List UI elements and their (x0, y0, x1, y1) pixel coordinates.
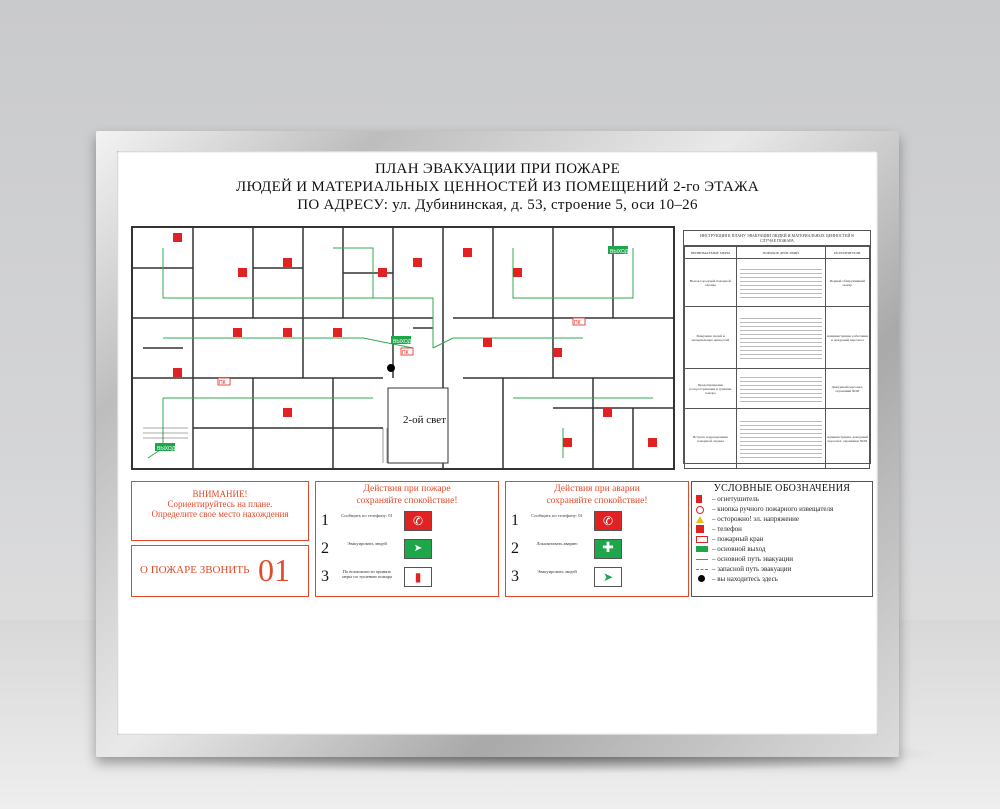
list-item: 3 По возможности принять меры по тушению… (316, 564, 498, 590)
table-row: Вызов городской пожарной охраны (684, 258, 737, 307)
fire-actions-subtitle: сохраняйте спокойствие! (356, 496, 458, 506)
aluminum-frame: ПЛАН ЭВАКУАЦИИ ПРИ ПОЖАРЕ ЛЮДЕЙ И МАТЕРИ… (96, 131, 899, 757)
table-row: Предотвращение распространения и тушение… (684, 368, 737, 409)
first-aid-icon: ✚ (594, 539, 622, 559)
legend-item: – основной выход (692, 544, 872, 554)
col-exec: ИСПОЛНИТЕЛИ (824, 246, 871, 259)
warning-text-1: Сориентируйтесь на плане. (167, 499, 273, 509)
you-are-here-marker (387, 364, 395, 372)
col-order: ПОРЯДОК ДЕЙСТВИЙ (735, 246, 826, 259)
fire-actions-panel: Действия при пожаре сохраняйте спокойств… (315, 481, 499, 597)
list-item: 2 Локализовать аварию ✚ (506, 536, 688, 562)
warning-box: ВНИМАНИЕ! Сориентируйтесь на плане. Опре… (131, 481, 309, 541)
svg-text:ВЫХОД: ВЫХОД (610, 249, 629, 255)
legend-item: – осторожно! эл. напряжение (692, 514, 872, 524)
accident-actions-subtitle: сохраняйте спокойствие! (546, 496, 648, 506)
phone-icon: ✆ (594, 511, 622, 531)
legend: УСЛОВНЫЕ ОБОЗНАЧЕНИЯ – огнетушитель – кн… (691, 481, 873, 597)
extinguisher-icon: ▮ (404, 567, 432, 587)
call-label: О ПОЖАРЕ ЗВОНИТЬ (140, 564, 250, 576)
legend-item: – вы находитесь здесь (692, 574, 872, 584)
warning-title: ВНИМАНИЕ! (192, 489, 248, 499)
reserve-route-line (696, 569, 708, 570)
stairs (143, 427, 388, 463)
legend-item: – телефон (692, 524, 872, 534)
instructions-table: ИНСТРУКЦИЯ К ПЛАНУ ЭВАКУАЦИИ ЛЮДЕЙ И МАТ… (683, 230, 871, 469)
evacuation-plan-sheet: ПЛАН ЭВАКУАЦИИ ПРИ ПОЖАРЕ ЛЮДЕЙ И МАТЕРИ… (117, 151, 878, 735)
instructions-grid: ПРИНИМАЕМЫЕ МЕРЫ ПОРЯДОК ДЕЙСТВИЙ ИСПОЛН… (684, 246, 871, 469)
table-row: Эвакуация людей и материальных ценностей (684, 306, 737, 369)
warning-text-2: Определите свое место нахождения (151, 509, 289, 519)
legend-item: – основной путь эвакуации (692, 554, 872, 564)
fire-crane-icon (696, 536, 708, 543)
voltage-icon (696, 516, 704, 523)
list-item: 2 Эвакуировать людей ➤ (316, 536, 498, 562)
phone-icon (696, 525, 704, 533)
svg-text:ПК: ПК (402, 350, 409, 356)
legend-item: – пожарный кран (692, 534, 872, 544)
fire-crane-signs: ПК ПК ПК (217, 317, 586, 386)
list-item: 3 Эвакуировать людей ➤ (506, 564, 688, 590)
table-row: Встреча подразделения пожарной охраны (684, 408, 737, 469)
legend-item: – кнопка ручного пожарного извещателя (692, 504, 872, 514)
extinguisher-icon (696, 495, 702, 503)
you-are-here-dot (698, 575, 705, 582)
exit-signs: ВЫХОД ВЫХОД ВЫХОД (155, 246, 629, 452)
legend-item: – огнетушитель (692, 494, 872, 504)
walls (133, 228, 673, 468)
accident-actions-title: Действия при аварии (554, 484, 640, 494)
accident-actions-panel: Действия при аварии сохраняйте спокойств… (505, 481, 689, 597)
list-item: 1 Сообщить по телефону: 01 ✆ (506, 508, 688, 534)
exit-icon: ➤ (404, 539, 432, 559)
plan-title: ПЛАН ЭВАКУАЦИИ ПРИ ПОЖАРЕ (374, 161, 621, 177)
legend-item: – запасной путь эвакуации (692, 564, 872, 574)
col-measures: ПРИНИМАЕМЫЕ МЕРЫ (684, 246, 737, 259)
svg-text:ВЫХОД: ВЫХОД (393, 339, 412, 345)
atrium (387, 387, 449, 464)
instructions-header: ИНСТРУКЦИЯ К ПЛАНУ ЭВАКУАЦИИ ЛЮДЕЙ И МАТ… (684, 231, 870, 246)
phone-icon: ✆ (404, 511, 432, 531)
plan-address: ПО АДРЕСУ: ул. Дубининская, д. 53, строе… (297, 197, 698, 213)
list-item: 1 Сообщить по телефону: 01 ✆ (316, 508, 498, 534)
plan-subtitle: ЛЮДЕЙ И МАТЕРИАЛЬНЫХ ЦЕННОСТЕЙ ИЗ ПОМЕЩЕ… (235, 179, 760, 195)
emergency-call-box: О ПОЖАРЕ ЗВОНИТЬ 01 (131, 545, 309, 597)
floor-plan: 2-ой свет (131, 226, 675, 470)
fire-actions-title: Действия при пожаре (363, 484, 451, 494)
svg-text:ПК: ПК (574, 320, 581, 326)
exit-icon (696, 546, 708, 552)
floor-plan-drawing: 2-ой свет (133, 228, 673, 468)
exit-icon: ➤ (594, 567, 622, 587)
alarm-button-icon (696, 506, 704, 514)
atrium-label: 2-ой свет (403, 414, 446, 426)
svg-text:ВЫХОД: ВЫХОД (157, 446, 176, 452)
svg-text:ПК: ПК (219, 380, 226, 386)
legend-title: УСЛОВНЫЕ ОБОЗНАЧЕНИЯ (713, 483, 851, 494)
emergency-number: 01 (258, 552, 290, 588)
main-route-line (696, 559, 708, 560)
sign-markers (173, 233, 657, 447)
